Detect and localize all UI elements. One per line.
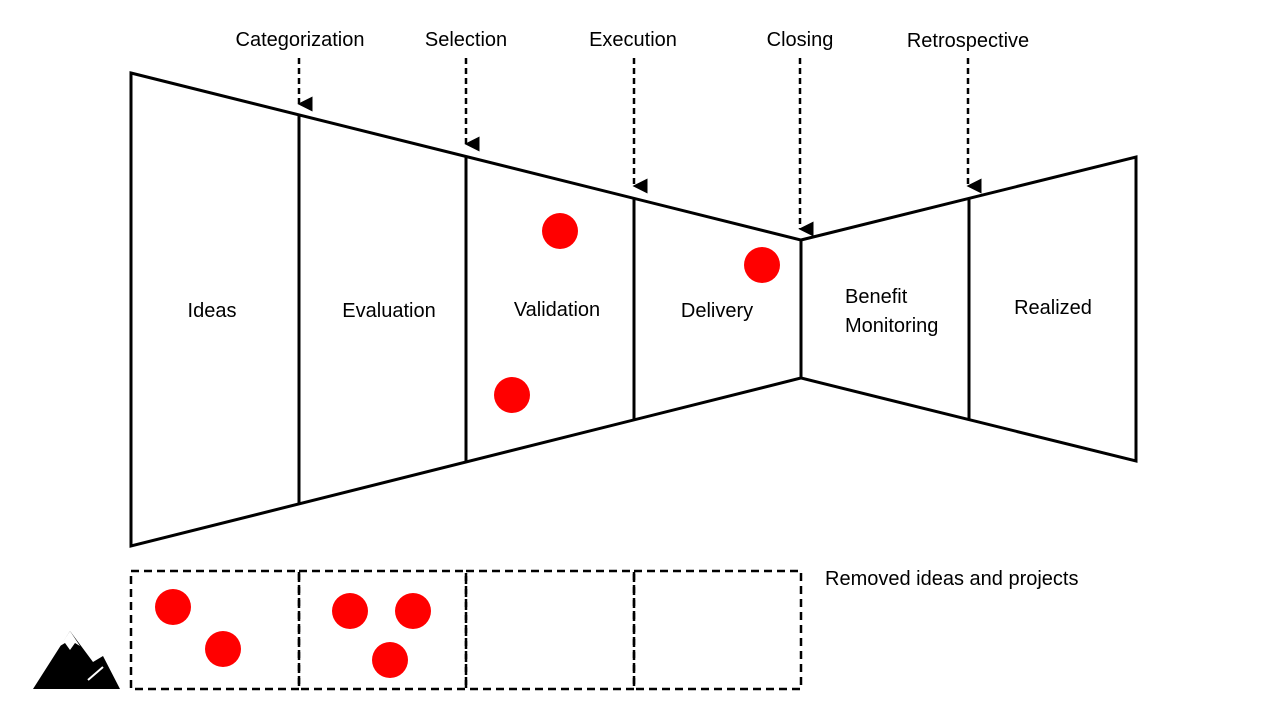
gate-label-retrospective: Retrospective xyxy=(907,30,1029,52)
stage-label-ideas: Ideas xyxy=(188,300,237,322)
funnel-outline xyxy=(129,71,1138,548)
gate-label-execution: Execution xyxy=(589,29,677,51)
gate-labels: Categorization Selection Execution Closi… xyxy=(236,29,1030,52)
removed-bin-ideas xyxy=(129,569,301,691)
gate-label-selection: Selection xyxy=(425,29,507,51)
gate-arrows xyxy=(297,58,982,237)
funnel-items xyxy=(494,213,780,413)
removed-item-dot xyxy=(332,593,368,629)
removed-bin-delivery xyxy=(632,569,803,691)
removed-item-dot xyxy=(372,642,408,678)
stage-label-validation: Validation xyxy=(514,299,600,321)
removed-item-dot xyxy=(205,631,241,667)
delivery-item-dot xyxy=(744,247,780,283)
removed-bins xyxy=(129,569,803,691)
stage-label-delivery: Delivery xyxy=(681,300,753,322)
stage-label-realized: Realized xyxy=(1014,297,1092,319)
validation-item-dot xyxy=(542,213,578,249)
stage-label-monitoring: Monitoring xyxy=(845,315,938,337)
stage-label-evaluation: Evaluation xyxy=(342,300,435,322)
funnel-right-shape xyxy=(799,155,1138,463)
removed-items xyxy=(155,589,431,678)
removed-item-dot xyxy=(155,589,191,625)
mountain-logo-icon xyxy=(33,631,120,689)
removed-item-dot xyxy=(395,593,431,629)
stage-dividers xyxy=(297,115,971,504)
stage-label-benefit: Benefit xyxy=(845,286,908,308)
gate-label-categorization: Categorization xyxy=(236,29,365,51)
gate-label-closing: Closing xyxy=(767,29,834,51)
removed-bin-validation xyxy=(464,569,636,691)
validation-item-dot xyxy=(494,377,530,413)
stage-labels: Ideas Evaluation Validation Delivery Ben… xyxy=(188,286,1092,337)
removed-label: Removed ideas and projects xyxy=(825,568,1078,590)
